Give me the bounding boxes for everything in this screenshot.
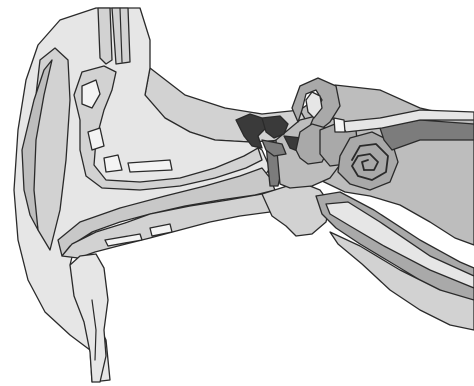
cartilage-column-left <box>98 8 112 64</box>
cartilage-hollow-low <box>104 155 122 172</box>
nerve-cap <box>334 118 345 132</box>
